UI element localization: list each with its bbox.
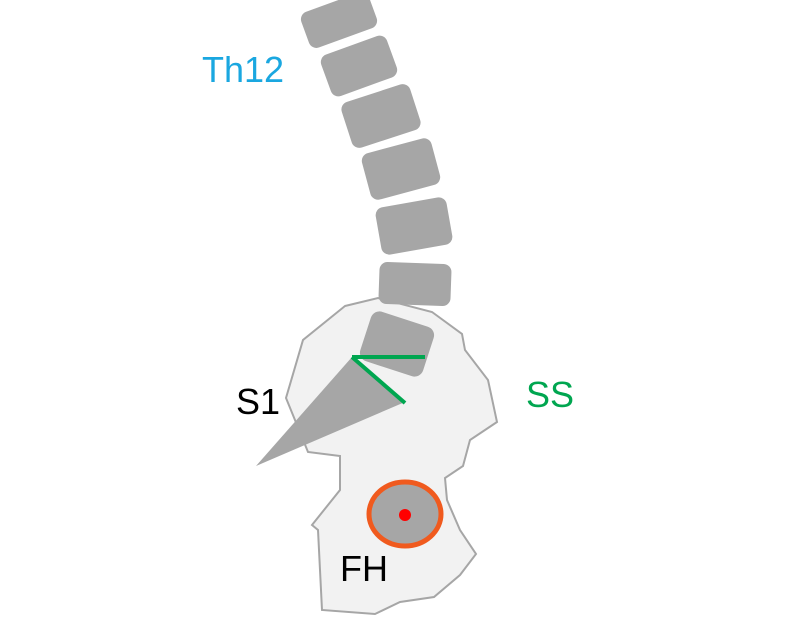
vertebra: [300, 0, 378, 48]
sacral-slope-lines: [350, 355, 425, 405]
femoral-head-center: [399, 509, 411, 521]
vertebra: [378, 262, 452, 306]
sacral-slope-endplate: [350, 355, 407, 405]
sacrum: [256, 357, 405, 466]
vertebra: [320, 35, 398, 97]
vertebra-sacral-top: [359, 311, 435, 377]
vertebra: [361, 138, 441, 200]
vertebral-column: [300, 0, 453, 377]
vertebra: [341, 84, 421, 148]
vertebra: [375, 197, 453, 255]
s1-label: S1: [236, 381, 281, 422]
femoral-head: [366, 479, 444, 549]
ss-label: SS: [526, 374, 575, 415]
th12-label: Th12: [202, 49, 285, 90]
fh-label: FH: [340, 548, 388, 589]
